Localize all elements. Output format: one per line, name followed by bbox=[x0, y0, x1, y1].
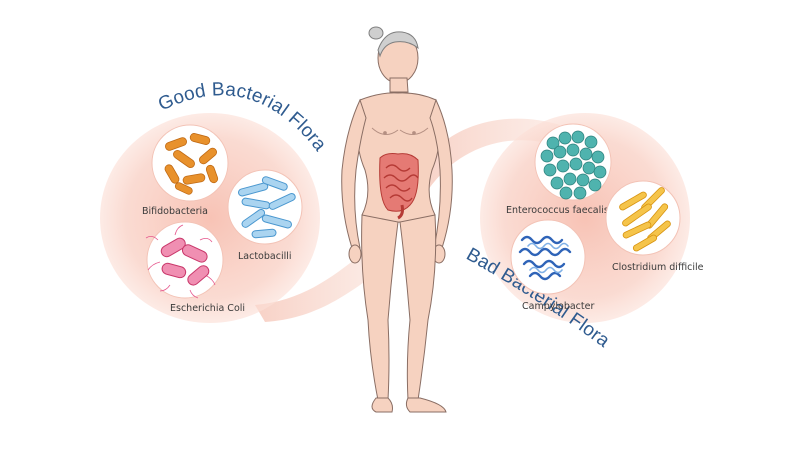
torso-details bbox=[371, 127, 429, 135]
human-figure bbox=[341, 26, 453, 413]
blue-spiral-bacteria-icon bbox=[510, 219, 586, 295]
teal-cocci-bacteria-icon bbox=[534, 123, 612, 201]
pink-flagellated-bacteria-icon bbox=[145, 221, 224, 299]
bifidobacteria-label: Bifidobacteria bbox=[142, 206, 208, 217]
intestine-icon bbox=[379, 153, 419, 220]
lactobacilli-label: Lactobacilli bbox=[238, 251, 292, 262]
enterococcus-faecalis-label: Enterococcus faecalis bbox=[506, 205, 609, 216]
orange-rod-bacteria-icon bbox=[151, 124, 229, 202]
clostridium-difficile-label: Clostridium difficile bbox=[612, 262, 704, 273]
blue-rod-bacteria-icon bbox=[227, 169, 303, 245]
escherichia-coli-label: Escherichia Coli bbox=[170, 303, 245, 314]
yellow-rod-bacteria-icon bbox=[605, 180, 681, 256]
campylobacter-label: Campylobacter bbox=[522, 301, 594, 312]
